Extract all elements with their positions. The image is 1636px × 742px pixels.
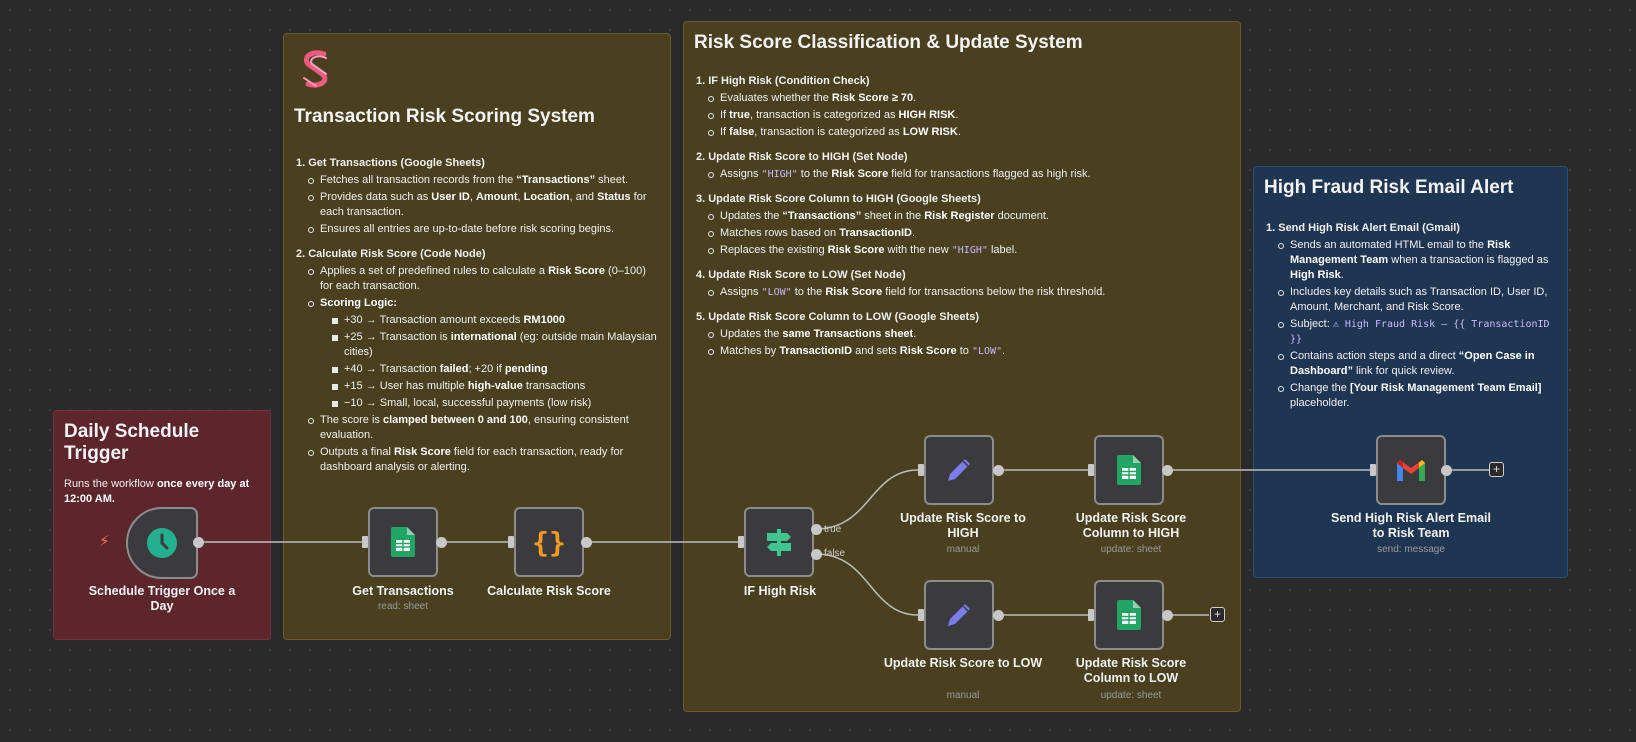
code-braces-icon: {} xyxy=(532,525,566,559)
gmail-icon xyxy=(1397,460,1425,481)
input-port[interactable] xyxy=(1370,464,1376,476)
node-subtitle: update: sheet xyxy=(1100,544,1162,555)
node-subtitle: send: message xyxy=(1377,544,1445,555)
step-calculate-risk-score: 2. Calculate Risk Score (Code Node) Appl… xyxy=(296,248,657,473)
google-sheets-icon xyxy=(1117,600,1141,630)
node-subtitle: manual xyxy=(946,690,980,701)
node-label: IF High Risk xyxy=(743,584,817,598)
sticky-title: High Fraud Risk Email Alert xyxy=(1264,177,1514,198)
input-port[interactable] xyxy=(362,536,368,548)
output-port[interactable] xyxy=(993,610,1004,621)
input-port[interactable] xyxy=(1088,609,1094,621)
add-node-button[interactable]: + xyxy=(1210,607,1225,622)
input-port[interactable] xyxy=(918,464,924,476)
output-port[interactable] xyxy=(581,537,592,548)
node-update-column-high[interactable] xyxy=(1094,435,1164,505)
node-label: Update Risk Score Column to LOW xyxy=(1075,656,1187,685)
node-subtitle: manual xyxy=(946,544,980,555)
output-port[interactable] xyxy=(193,537,204,548)
classification-steps: 1. IF High Risk (Condition Check) Evalua… xyxy=(696,74,1226,359)
output-port-false[interactable] xyxy=(811,549,822,560)
output-port[interactable] xyxy=(993,465,1004,476)
output-port[interactable] xyxy=(1162,610,1173,621)
output-port-true[interactable] xyxy=(811,524,822,535)
input-port[interactable] xyxy=(918,609,924,621)
output-port[interactable] xyxy=(1441,465,1452,476)
output-port[interactable] xyxy=(1162,465,1173,476)
pencil-icon xyxy=(948,459,970,481)
node-send-gmail[interactable] xyxy=(1376,435,1446,505)
sticky-risk-classification[interactable]: Risk Score Classification & Update Syste… xyxy=(683,21,1241,712)
signpost-icon xyxy=(767,529,791,556)
add-node-button[interactable]: + xyxy=(1489,462,1504,477)
node-label: Update Risk Score to LOW xyxy=(883,656,1043,670)
node-update-risk-score-low[interactable] xyxy=(924,580,994,650)
clock-icon xyxy=(147,528,177,558)
output-port[interactable] xyxy=(436,537,447,548)
node-update-risk-score-high[interactable] xyxy=(924,435,994,505)
pencil-icon xyxy=(948,604,970,626)
node-schedule-trigger[interactable] xyxy=(126,507,198,579)
sticky-daily-schedule-trigger[interactable]: Daily Schedule Trigger Runs the workflow… xyxy=(53,410,271,640)
sticky-title: Daily Schedule Trigger xyxy=(64,421,200,464)
wire-if-false-to-set-low xyxy=(815,553,919,616)
node-subtitle: update: sheet xyxy=(1100,690,1162,701)
wire-if-true-to-set-high xyxy=(815,469,919,530)
logo-icon xyxy=(303,50,328,88)
node-update-column-low[interactable] xyxy=(1094,580,1164,650)
node-label: Send High Risk Alert Email to Risk Team xyxy=(1331,511,1491,540)
node-label: Update Risk Score to HIGH xyxy=(900,511,1026,540)
google-sheets-icon xyxy=(391,527,415,557)
google-sheets-icon xyxy=(1117,455,1141,485)
node-label: Update Risk Score Column to HIGH xyxy=(1075,511,1187,540)
branch-label-false: false xyxy=(824,548,846,559)
branch-label-true: true xyxy=(824,524,842,535)
email-steps: 1. Send High Risk Alert Email (Gmail) Se… xyxy=(1266,221,1556,411)
node-label: Calculate Risk Score xyxy=(487,584,611,598)
input-port[interactable] xyxy=(508,536,514,548)
sticky-email-alert[interactable]: High Fraud Risk Email Alert 1. Send High… xyxy=(1253,166,1568,578)
step-get-transactions: 1. Get Transactions (Google Sheets) Fetc… xyxy=(296,156,658,237)
node-subtitle: read: sheet xyxy=(377,601,429,612)
sticky-title: Risk Score Classification & Update Syste… xyxy=(694,32,1083,53)
node-label: Get Transactions xyxy=(352,584,454,598)
input-port[interactable] xyxy=(738,536,744,548)
sticky-text: Runs the workflow once every day at 12:0… xyxy=(64,478,250,505)
sticky-transaction-risk-scoring[interactable]: Transaction Risk Scoring System 1. Get T… xyxy=(283,33,671,640)
node-calculate-risk-score[interactable]: {} xyxy=(514,507,584,577)
scoring-steps: 1. Get Transactions (Google Sheets) Fetc… xyxy=(296,156,658,485)
node-if-high-risk[interactable] xyxy=(744,507,814,577)
node-label: Schedule Trigger Once a Day xyxy=(88,584,236,613)
input-port[interactable] xyxy=(1088,464,1094,476)
sticky-title: Transaction Risk Scoring System xyxy=(294,106,595,127)
node-get-transactions[interactable] xyxy=(368,507,438,577)
lightning-icon: ⚡ xyxy=(99,533,110,550)
